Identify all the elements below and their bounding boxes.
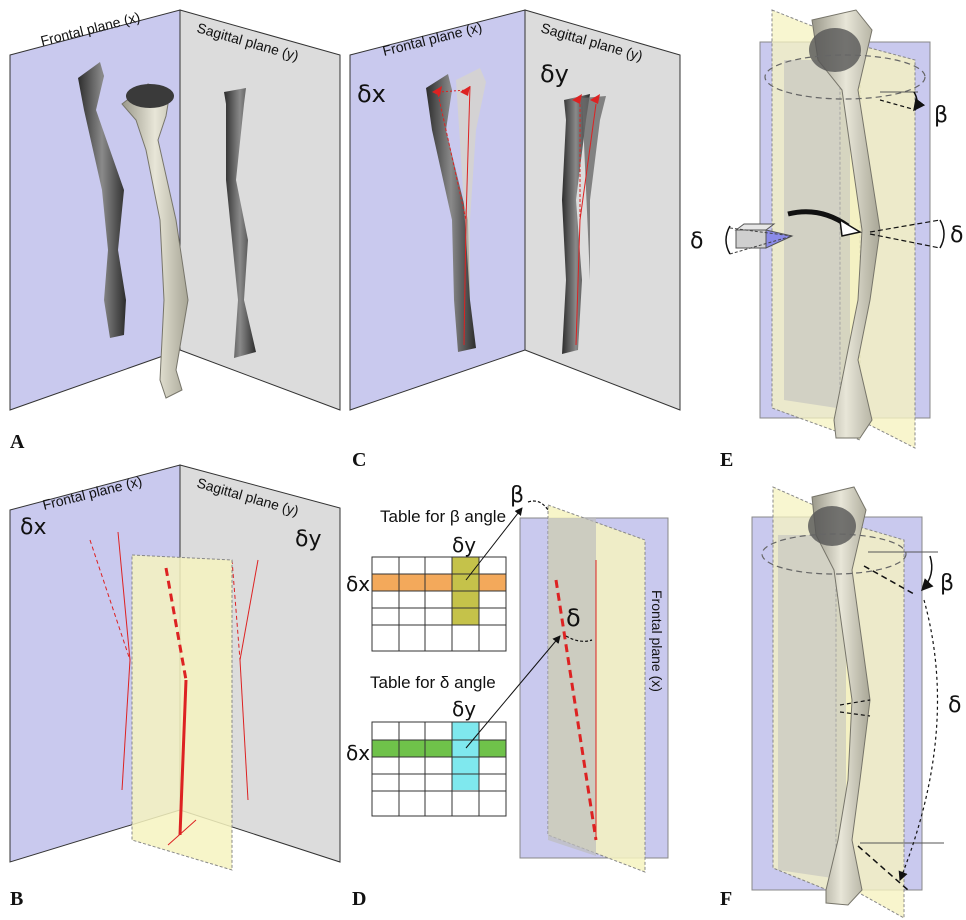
wedge-line (839, 699, 871, 706)
beta-label: β (940, 571, 954, 596)
panel-letter-b: B (10, 888, 23, 910)
table-beta-title: Table for β angle (380, 507, 506, 526)
red-arrow-head (460, 86, 470, 96)
frontal-plane (349, 9, 526, 411)
beta-label: β (934, 103, 948, 128)
bone-head (808, 506, 856, 546)
overlap-plane (778, 535, 846, 880)
table-delta-dy-label: δy (452, 697, 476, 721)
frontal-plane-label: Frontal plane (x) (649, 590, 665, 692)
delta-y-label: δy (540, 60, 569, 88)
rotation-ellipse (761, 533, 907, 575)
table-beta-dx-label: δx (346, 572, 370, 596)
cone-line (729, 235, 793, 255)
beta-arc (920, 555, 934, 592)
axis-line-dashed (437, 93, 467, 221)
table-delta (371, 721, 507, 817)
frontal-projection-line (117, 531, 131, 661)
bone-head (126, 84, 174, 108)
red-arrow-head (432, 86, 442, 96)
bone (121, 83, 189, 399)
box-view-cone (765, 229, 794, 249)
panel-letter-c: C (352, 449, 366, 471)
rotation-line (879, 99, 917, 111)
bone-projection-frontal (456, 68, 486, 300)
table-delta-highlight-col (452, 722, 479, 790)
bone-projection-frontal (426, 74, 476, 352)
panel-e: β δ δ E (690, 9, 963, 471)
delta-y-label: δy (295, 527, 321, 552)
overlap-plane (784, 60, 850, 410)
sagittal-plane (524, 9, 681, 411)
panel-f: β δ F (720, 486, 961, 919)
delta-x-label: δx (20, 515, 46, 540)
axis-line-dashed (554, 579, 598, 841)
bone-projection-sagittal (562, 94, 590, 354)
axis-line-solid (575, 219, 581, 346)
beta-arc (913, 91, 926, 112)
axis-base-line (167, 819, 197, 846)
axis-line-solid (465, 85, 471, 221)
wedge-line (869, 233, 941, 249)
bone (811, 486, 871, 906)
red-arrow-head (572, 94, 582, 104)
table-delta-title: Table for δ angle (370, 673, 496, 692)
axis-line-solid (579, 103, 597, 221)
connector-arrow-beta (465, 507, 523, 581)
bone-projection-frontal (78, 62, 126, 338)
panel-letter-e: E (720, 449, 733, 471)
panel-letter-d: D (352, 888, 366, 910)
rotation-arrow-head (839, 218, 862, 237)
beta-arc (527, 500, 549, 511)
delta-label-right: δ (950, 223, 963, 248)
table-beta (371, 556, 507, 652)
bone-head (809, 28, 861, 72)
bone-projection-sagittal (582, 96, 606, 280)
wedge-line (839, 711, 871, 717)
table-delta-highlight-row (372, 740, 506, 757)
axis-line-dashed (164, 567, 188, 681)
wedge-line (869, 219, 941, 233)
delta-arc-right (939, 219, 945, 249)
delta-label: δ (948, 693, 961, 718)
table-beta-dy-label: δy (452, 533, 476, 557)
frontal-projection-line (121, 659, 131, 791)
panel-a: Frontal plane (x) Sagittal plane (y) A (9, 9, 341, 453)
panel-letter-a: A (10, 431, 25, 453)
rotation-line (857, 845, 909, 891)
box-view-top (734, 223, 776, 231)
bone (811, 9, 881, 439)
axis-line-solid (463, 219, 467, 346)
sagittal-plane (179, 9, 341, 411)
sagittal-projection-line (231, 559, 241, 661)
osteotomy-plane (131, 554, 233, 871)
connector-arrow-delta (465, 635, 561, 749)
delta-arc-left (725, 225, 731, 255)
delta-x-label: δx (357, 80, 386, 108)
frontal-projection-line (89, 539, 131, 661)
beta-label: β (510, 483, 524, 508)
panel-letter-f: F (720, 888, 732, 910)
sagittal-projection-line (239, 659, 249, 801)
cone-line (729, 227, 793, 237)
panel-b: Frontal plane (x) Sagittal plane (y) δx … (9, 464, 341, 910)
axis-line-solid (178, 679, 188, 836)
table-beta-highlight-row (372, 574, 506, 591)
rotation-ellipse (764, 54, 926, 100)
delta-label: δ (566, 604, 581, 632)
red-arrow-head (590, 94, 600, 104)
bone-projection-sagittal (224, 88, 256, 358)
sagittal-projection-line (239, 559, 259, 661)
delta-label-left: δ (690, 229, 703, 254)
red-arrow (437, 89, 469, 93)
panel-c: Frontal plane (x) Sagittal plane (y) δx … (349, 9, 681, 471)
delta-arc (565, 635, 593, 642)
table-delta-dx-label: δx (346, 741, 370, 765)
panel-d: Table for β angle δy δx Table for δ angl… (346, 483, 669, 910)
